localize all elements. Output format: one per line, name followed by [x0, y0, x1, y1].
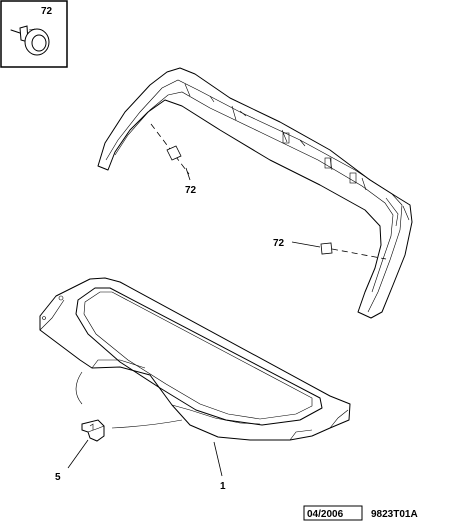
rear-frame-trim	[97, 67, 413, 319]
callout-bracket: 5	[55, 472, 61, 483]
bracket-part: 5	[55, 419, 105, 483]
clip-upper: 72	[150, 123, 197, 196]
parcel-shelf: 1	[39, 277, 351, 492]
callout-clip-right: 72	[273, 238, 285, 249]
footer-date: 04/2006	[307, 509, 344, 520]
footer: 04/2006 9823T01A	[303, 505, 418, 521]
footer-reference: 9823T01A	[371, 509, 418, 520]
callout-clip-upper: 72	[185, 185, 197, 196]
clip-icon	[10, 25, 50, 56]
callout-shelf: 1	[220, 481, 226, 492]
inset-part-number: 72	[41, 6, 53, 17]
inset-box: 72	[0, 0, 68, 68]
clip-right: 72	[273, 238, 387, 260]
